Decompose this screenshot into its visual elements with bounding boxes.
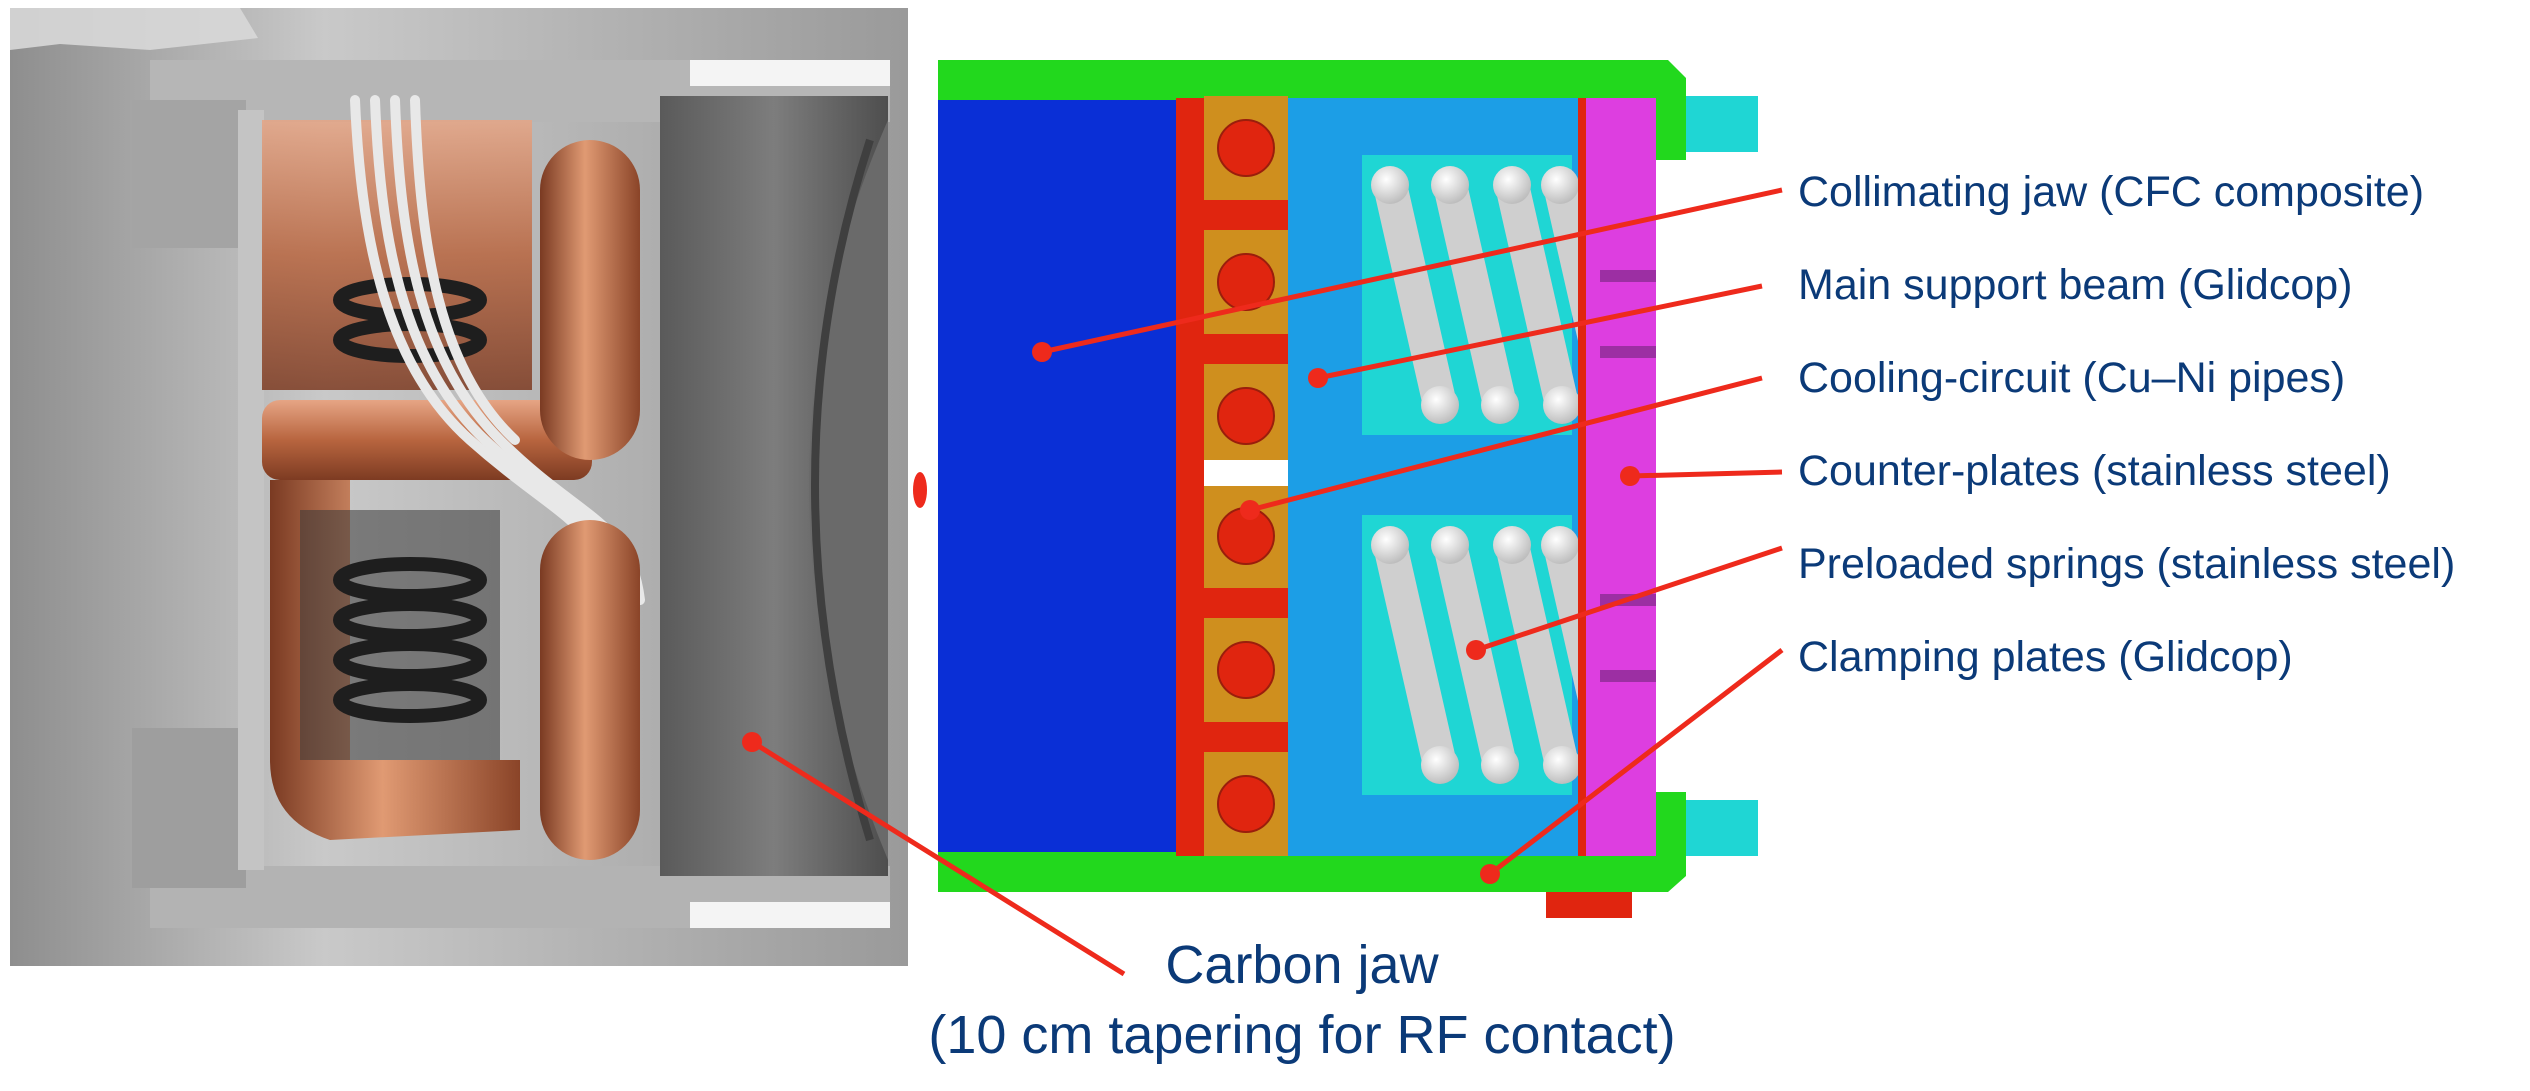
collimating-jaw-shape — [938, 100, 1176, 852]
leader-dot — [742, 732, 762, 752]
spring-coil — [1433, 168, 1517, 422]
leader-line — [1475, 545, 1783, 653]
label-collimating-jaw: Collimating jaw (CFC composite) — [1798, 168, 2424, 216]
spring-coil-end — [1421, 746, 1459, 784]
cooling-pipe — [1217, 253, 1275, 311]
spring-coil — [1495, 168, 1579, 422]
spring-coil-end — [1541, 166, 1579, 204]
spring-coil-end — [1421, 386, 1459, 424]
leader-line — [1041, 187, 1783, 355]
spring-coil-end — [1541, 526, 1579, 564]
clamping-plates-shape — [938, 60, 1686, 160]
pipe-gap — [1204, 460, 1288, 486]
spring-coil-end — [1371, 526, 1409, 564]
collimator-photo — [10, 8, 908, 966]
spring-coil-end — [1493, 526, 1531, 564]
right-labels: Collimating jaw (CFC composite) Main sup… — [1798, 168, 2455, 681]
label-main-support-beam: Main support beam (Glidcop) — [1798, 261, 2352, 309]
cooling-circuit-pipes — [1204, 96, 1288, 856]
carbon-jaw-caption: Carbon jaw (10 cm tapering for RF contac… — [928, 935, 1675, 1065]
leader-line — [1629, 469, 1783, 479]
spring-coil — [1495, 528, 1579, 782]
label-preloaded-springs: Preloaded springs (stainless steel) — [1798, 540, 2455, 588]
spring-coil-end — [1481, 746, 1519, 784]
label-clamping-plates: Clamping plates (Glidcop) — [1798, 633, 2293, 681]
carbon-jaw-title: Carbon jaw — [1165, 935, 1439, 995]
leader-dot — [1240, 500, 1260, 520]
leader-line — [1249, 375, 1763, 513]
label-cooling-circuit: Cooling-circuit (Cu–Ni pipes) — [1798, 354, 2345, 402]
leader-dot — [1480, 864, 1500, 884]
leader-lines — [742, 187, 1784, 977]
cooling-pipe — [1217, 641, 1275, 699]
spring-coil-end — [1431, 166, 1469, 204]
leader-dot — [1620, 466, 1640, 486]
leader-line — [750, 739, 1126, 977]
spring-coil-end — [1543, 386, 1581, 424]
leader-dot — [1466, 640, 1486, 660]
spring-coil — [1373, 168, 1457, 422]
spring-coil-end — [1543, 746, 1581, 784]
leader-line — [1317, 283, 1763, 381]
main-support-beam-shape — [1176, 98, 1204, 856]
spring-coil-end — [1371, 166, 1409, 204]
cooling-pipe — [1217, 775, 1275, 833]
label-counter-plates: Counter-plates (stainless steel) — [1798, 447, 2391, 495]
carbon-jaw-subtitle: (10 cm tapering for RF contact) — [928, 1005, 1675, 1065]
spring-coil — [1373, 528, 1457, 782]
spring-coil-end — [1481, 386, 1519, 424]
cooling-pipe — [1217, 119, 1275, 177]
spring-coil-end — [1493, 166, 1531, 204]
spring-coil-end — [1431, 526, 1469, 564]
cooling-pipe — [1217, 387, 1275, 445]
leader-dot — [1032, 342, 1052, 362]
leader-line — [1488, 648, 1784, 876]
leader-dot — [1308, 368, 1328, 388]
